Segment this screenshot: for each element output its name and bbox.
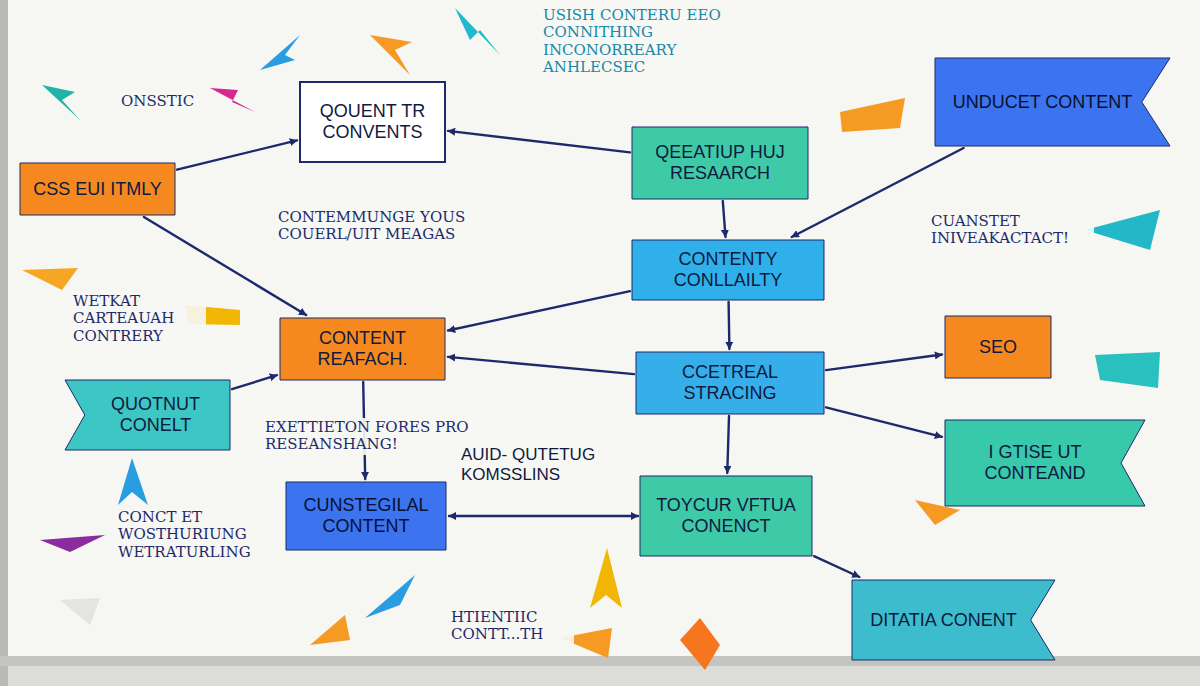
board-frame bbox=[0, 0, 8, 686]
node-text: QOUENT TR CONVENTS bbox=[310, 101, 435, 142]
node-text: I GTISE UT CONTEAND bbox=[955, 442, 1115, 483]
process-box: QOUENT TR CONVENTS bbox=[300, 82, 445, 162]
box-fill bbox=[935, 58, 1170, 146]
node-text: QEEATIUP HUJ RESAARCH bbox=[642, 142, 798, 183]
spearhead bbox=[680, 618, 720, 670]
node-text: CONTENTY CONLLAILTY bbox=[642, 249, 814, 290]
box-fill bbox=[632, 127, 808, 199]
connector-arrow bbox=[826, 355, 942, 371]
box-fill bbox=[300, 82, 445, 162]
node-text: TOYCUR VFTUA CONENCT bbox=[650, 495, 802, 536]
box-fill bbox=[852, 580, 1055, 660]
spearhead bbox=[22, 268, 78, 290]
node-text: CCETREAL STRACING bbox=[646, 362, 814, 403]
box-fill bbox=[286, 482, 446, 550]
process-box: CONTENTY CONLLAILTY bbox=[632, 240, 824, 300]
box-fill bbox=[640, 476, 812, 556]
box-fill bbox=[632, 240, 824, 300]
connector-arrow bbox=[826, 407, 942, 436]
spearhead bbox=[370, 35, 412, 75]
spearhead bbox=[1095, 352, 1160, 388]
connector-arrow bbox=[232, 375, 277, 389]
box-fill bbox=[945, 316, 1051, 378]
spearhead bbox=[210, 88, 255, 112]
box-fill bbox=[65, 380, 230, 450]
node-text: CSS EUI ITMLY bbox=[33, 179, 162, 200]
spearhead bbox=[310, 615, 350, 645]
node-text: SEO bbox=[979, 337, 1017, 358]
spearhead bbox=[915, 500, 960, 550]
board-surface bbox=[6, 0, 1200, 660]
note-label: EXETTIETON FORES PRO RESEANSHANG! bbox=[262, 418, 478, 455]
ribbon-box: I GTISE UT CONTEAND bbox=[945, 420, 1145, 506]
connector-arrow bbox=[448, 131, 630, 153]
connector-arrow bbox=[727, 302, 730, 349]
node-text: UNDUCET CONTENT bbox=[953, 92, 1133, 113]
spearhead bbox=[455, 8, 500, 55]
note-label: WETKAT CARTEAUAH CONTRERY bbox=[70, 292, 206, 346]
note-label: ONSSTIC bbox=[118, 92, 214, 111]
spearhead bbox=[840, 98, 905, 132]
process-box: CCETREAL STRACING bbox=[636, 352, 824, 414]
process-box: TOYCUR VFTUA CONENCT bbox=[640, 476, 812, 556]
spearhead bbox=[590, 548, 622, 608]
spearhead bbox=[40, 535, 105, 552]
spearhead bbox=[365, 575, 415, 618]
process-box: CONTENT REAFACH. bbox=[280, 318, 445, 380]
node-text: DITATIA CONENT bbox=[870, 610, 1016, 631]
note-label: AUID- QUTETUG KOMSSLINS bbox=[458, 444, 634, 485]
spearhead bbox=[1085, 210, 1160, 250]
connector-arrow bbox=[177, 140, 297, 169]
connector-arrow bbox=[448, 291, 630, 330]
decor-spearheads bbox=[22, 8, 1160, 670]
connector-arrow bbox=[449, 515, 638, 517]
note-label: CONTEMMUNGE YOUS COUERL/UIT MEAGAS bbox=[275, 208, 481, 245]
spearhead bbox=[260, 35, 300, 70]
note-label: CONCT ET WOSTHURIUNG WETRATURLING bbox=[115, 508, 261, 562]
node-text: CONTENT REAFACH. bbox=[290, 328, 435, 369]
process-box: CSS EUI ITMLY bbox=[20, 163, 175, 215]
spearhead bbox=[118, 458, 148, 505]
node-text: CUNSTEGILAL CONTENT bbox=[296, 495, 436, 536]
connector-arrow bbox=[723, 201, 726, 237]
node-text: QUOTNUT CONELT bbox=[91, 394, 220, 435]
ribbon-box: QUOTNUT CONELT bbox=[65, 380, 230, 450]
note-label: USISH CONTERU EEO CONNITHING INCONORREAR… bbox=[540, 6, 756, 77]
connector-arrow bbox=[814, 556, 859, 577]
box-fill bbox=[280, 318, 445, 380]
ribbon-box: UNDUCET CONTENT bbox=[935, 58, 1170, 146]
box-fill bbox=[636, 352, 824, 414]
ribbon-box: DITATIA CONENT bbox=[852, 580, 1055, 660]
process-box: CUNSTEGILAL CONTENT bbox=[286, 482, 446, 550]
connector-arrow bbox=[727, 416, 729, 473]
box-fill bbox=[945, 420, 1145, 506]
process-box: SEO bbox=[945, 316, 1051, 378]
note-label: CUANSTET INIVEAKACTACT! bbox=[928, 212, 1094, 249]
spearhead bbox=[60, 598, 100, 625]
note-label: HTIENTIIC CONTT...TH bbox=[448, 608, 574, 645]
connector-arrow bbox=[448, 357, 634, 374]
process-box: QEEATIUP HUJ RESAARCH bbox=[632, 127, 808, 199]
spearhead bbox=[42, 85, 80, 120]
box-fill bbox=[20, 163, 175, 215]
